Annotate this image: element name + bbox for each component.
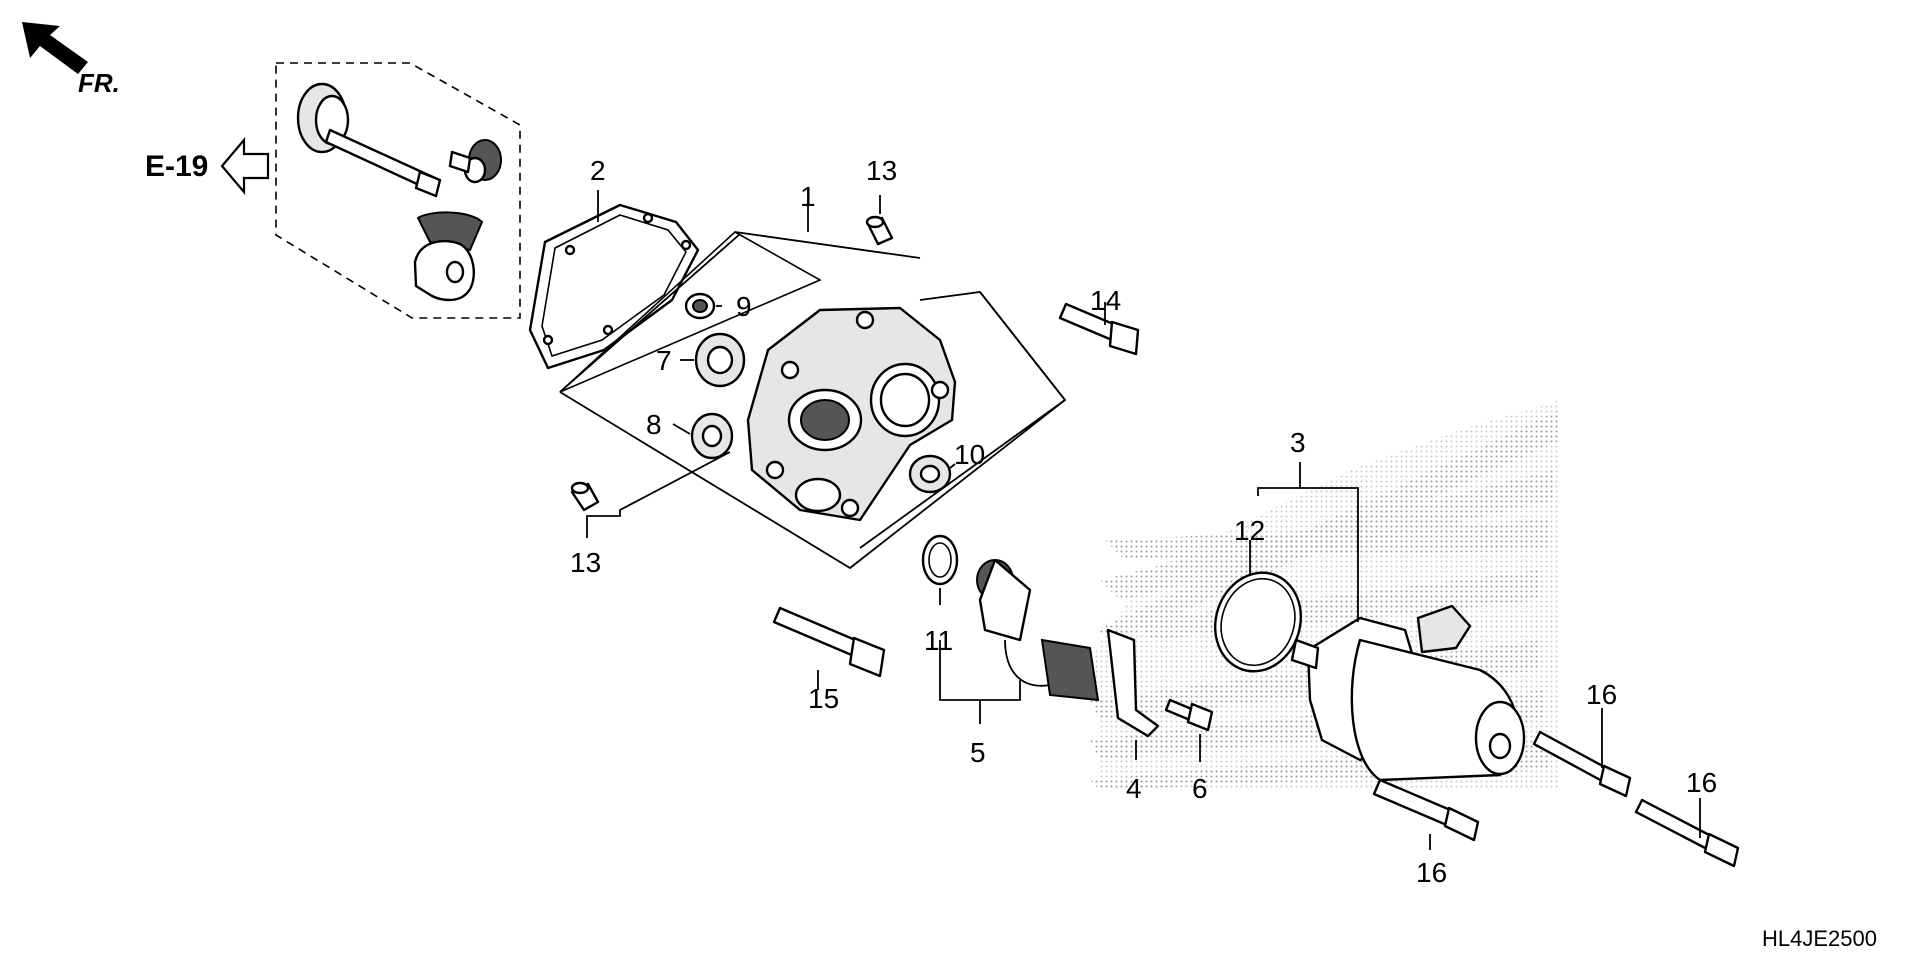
callout-14: 14 bbox=[1090, 285, 1121, 316]
callout-6: 6 bbox=[1192, 773, 1208, 804]
reference-indicator: E-19 bbox=[145, 136, 270, 196]
callout-1: 1 bbox=[800, 181, 816, 212]
callouts: 2 1 13 9 7 8 10 14 13 15 11 5 4 6 12 3 1… bbox=[570, 155, 1717, 888]
gasket-icon bbox=[528, 203, 700, 370]
callout-3: 3 bbox=[1290, 427, 1306, 458]
callout-9: 9 bbox=[736, 291, 752, 322]
bolt-15-icon bbox=[772, 606, 886, 678]
callout-10: 10 bbox=[954, 439, 985, 470]
callout-5: 5 bbox=[970, 737, 986, 768]
bolt-6-icon bbox=[1164, 698, 1214, 732]
gear-assembly-group bbox=[275, 62, 521, 319]
reference-label: E-19 bbox=[145, 150, 208, 183]
bearing-10-icon bbox=[908, 454, 952, 494]
callout-16-right: 16 bbox=[1686, 767, 1717, 798]
bearing-7-icon bbox=[694, 332, 746, 388]
front-direction-indicator: FR. bbox=[22, 22, 120, 98]
bolt-16-right-icon bbox=[1634, 798, 1740, 868]
bolt-16-upper-icon bbox=[1532, 730, 1632, 798]
drawing-code: HL4JE2500 bbox=[1762, 926, 1877, 951]
callout-12: 12 bbox=[1234, 515, 1265, 546]
callout-4: 4 bbox=[1126, 773, 1142, 804]
front-label: FR. bbox=[78, 68, 120, 98]
o-ring-12-icon bbox=[1213, 571, 1303, 673]
callout-8: 8 bbox=[646, 409, 662, 440]
o-ring-11-icon bbox=[921, 534, 959, 586]
bearing-8-icon bbox=[690, 412, 734, 460]
leader-lines bbox=[586, 190, 1701, 850]
motor-icon bbox=[1290, 604, 1526, 782]
callout-13-upper: 13 bbox=[866, 155, 897, 186]
callout-11: 11 bbox=[924, 625, 953, 656]
callout-2: 2 bbox=[590, 155, 606, 186]
bracket-icon bbox=[1106, 628, 1160, 738]
housing-icon bbox=[746, 306, 957, 522]
small-gear-icon bbox=[448, 139, 502, 184]
bolt-16-lower-icon bbox=[1372, 778, 1480, 842]
sensor-icon bbox=[976, 558, 1100, 702]
callout-7: 7 bbox=[656, 345, 672, 376]
callout-13-lower: 13 bbox=[570, 547, 601, 578]
large-gear-icon bbox=[296, 82, 442, 198]
arrow-up-left-icon bbox=[22, 22, 88, 74]
callout-15: 15 bbox=[808, 683, 839, 714]
bolt-14-icon bbox=[1058, 302, 1140, 356]
shift-arm-icon bbox=[413, 211, 484, 302]
callout-16-upper: 16 bbox=[1586, 679, 1617, 710]
dowel-pin-upper-icon bbox=[865, 215, 894, 246]
callout-16-lower: 16 bbox=[1416, 857, 1447, 888]
dowel-pin-lower-icon bbox=[570, 481, 600, 512]
bearing-9-icon bbox=[684, 292, 716, 320]
hollow-arrow-left-icon bbox=[220, 136, 270, 196]
